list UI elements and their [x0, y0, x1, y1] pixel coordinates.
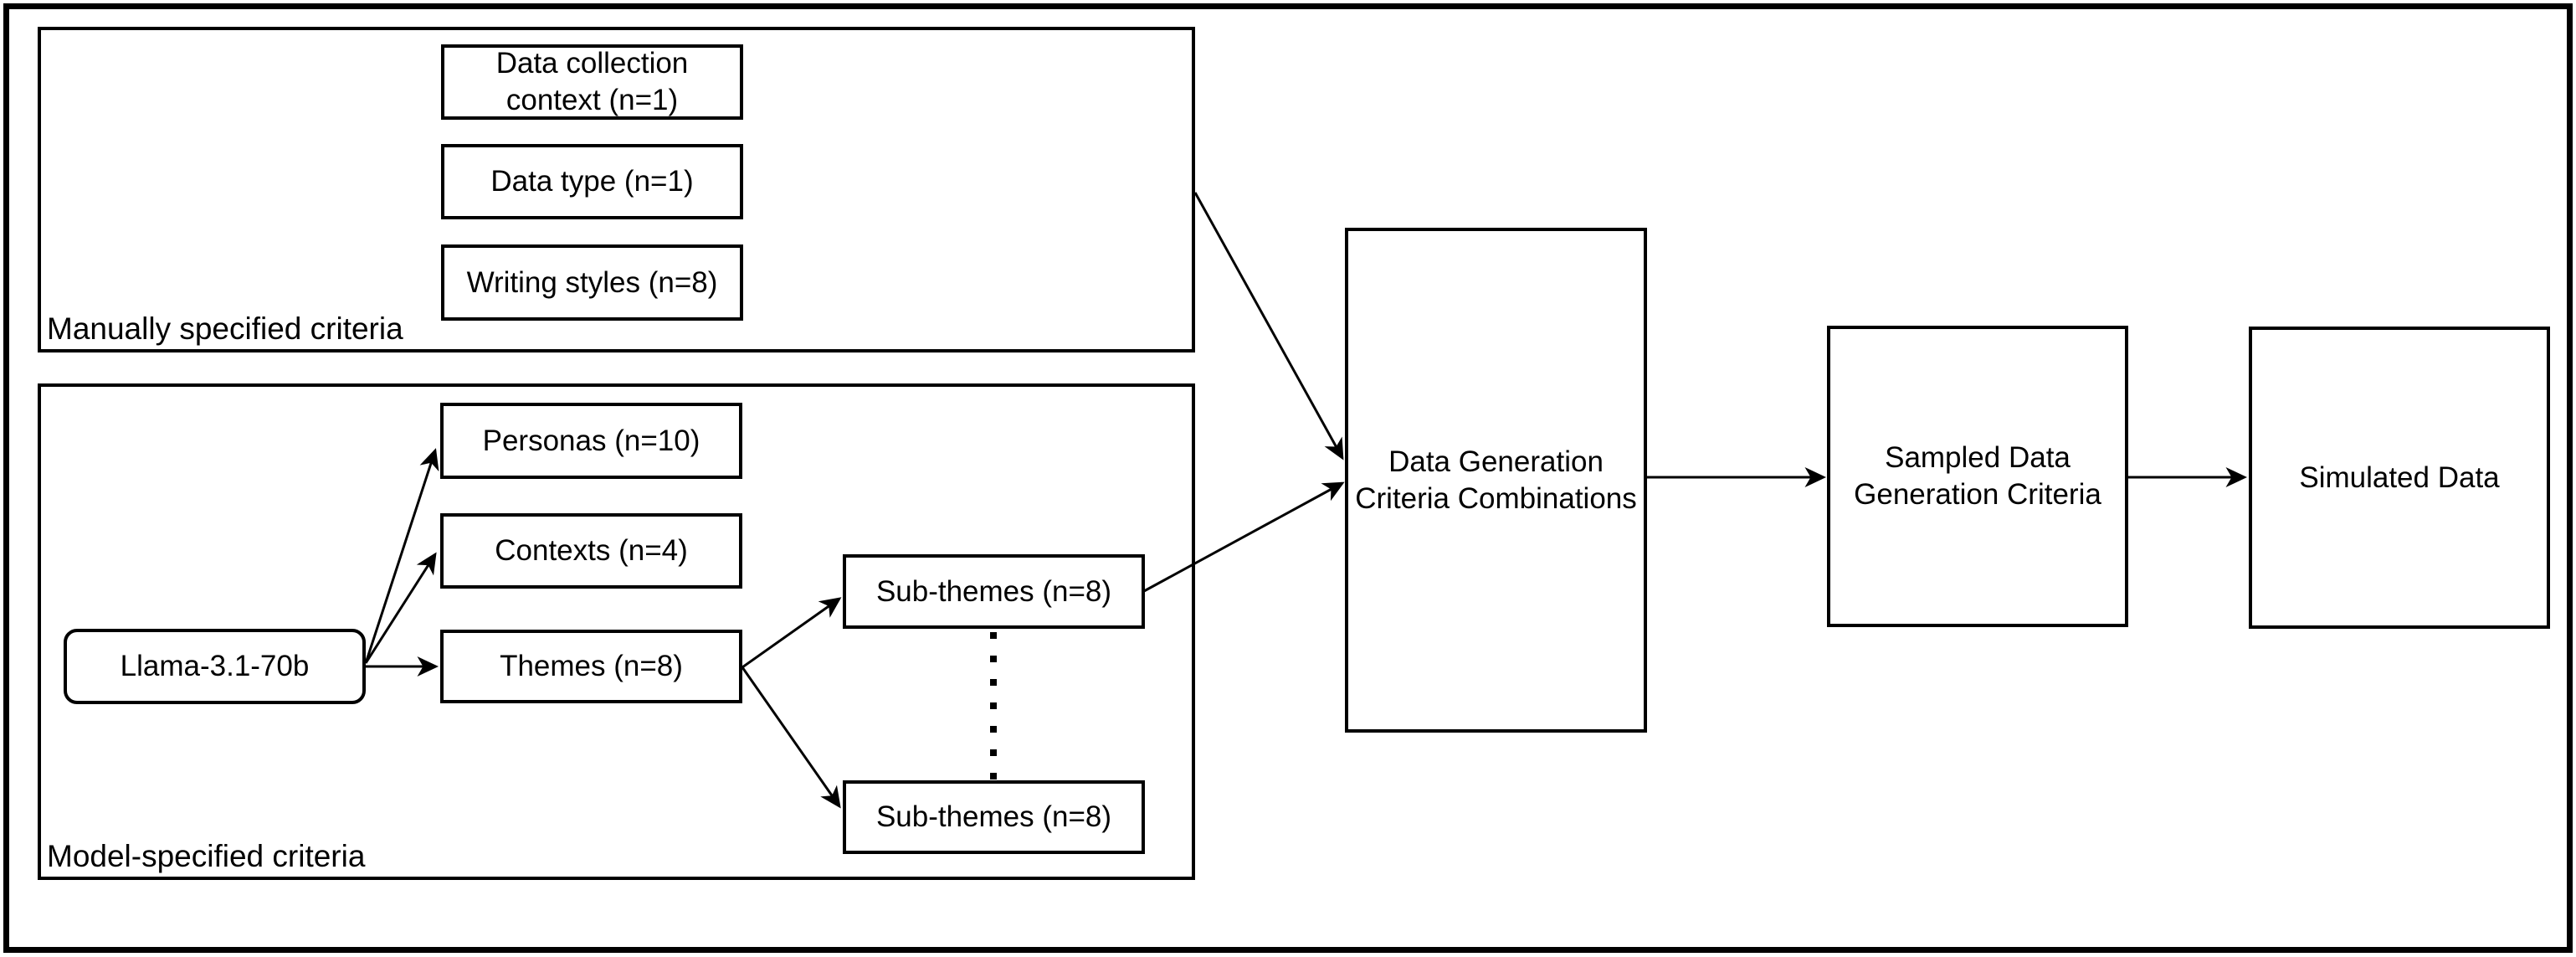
node-data-collection-line2: context (n=1) — [505, 84, 679, 116]
node-contexts-label: Contexts (n=4) — [495, 534, 688, 567]
node-combinations-line1: Data Generation — [1388, 445, 1604, 478]
arrow-themes-to-subthemes-top — [741, 597, 842, 669]
container-manually-specified-criteria: Manually specified criteria — [38, 27, 1195, 352]
node-simulated-data: Simulated Data — [2249, 327, 2550, 629]
node-writing-styles: Writing styles (n=8) — [441, 244, 743, 321]
node-simulated-label: Simulated Data — [2299, 460, 2500, 494]
node-subthemes-bottom-label: Sub-themes (n=8) — [875, 800, 1112, 833]
node-themes-label: Themes (n=8) — [500, 650, 683, 682]
node-data-type: Data type (n=1) — [441, 144, 743, 219]
container-manually-specified-label: Manually specified criteria — [47, 311, 403, 347]
container-model-specified-criteria: Model-specified criteria — [38, 383, 1195, 880]
node-data-collection-line1: Data collection — [495, 47, 689, 80]
node-personas: Personas (n=10) — [440, 403, 742, 479]
node-data-type-label: Data type (n=1) — [490, 165, 694, 198]
node-subthemes-top-label: Sub-themes (n=8) — [875, 574, 1112, 608]
node-llama-label: Llama-3.1-70b — [120, 650, 310, 682]
node-combinations-line2: Criteria Combinations — [1355, 481, 1637, 515]
node-llama-model: Llama-3.1-70b — [64, 629, 366, 704]
arrow-themes-to-subthemes-bottom — [741, 666, 841, 809]
node-themes: Themes (n=8) — [440, 630, 742, 703]
node-sampled-data-generation-criteria: Sampled Data Generation Criteria — [1827, 326, 2128, 627]
container-model-specified-label: Model-specified criteria — [47, 839, 366, 874]
node-personas-label: Personas (n=10) — [482, 424, 700, 457]
node-data-collection-context: Data collection context (n=1) — [441, 44, 743, 120]
node-subthemes-top: Sub-themes (n=8) — [843, 554, 1145, 629]
node-contexts: Contexts (n=4) — [440, 513, 742, 589]
node-subthemes-bottom: Sub-themes (n=8) — [843, 780, 1145, 854]
arrow-llama-to-contexts — [364, 552, 437, 664]
node-sampled-line2: Generation Criteria — [1854, 478, 2101, 511]
figure-border — [3, 3, 2573, 953]
arrow-llama-to-personas — [364, 448, 439, 664]
arrow-subthemes-to-combinations — [1143, 481, 1345, 593]
node-data-generation-criteria-combinations: Data Generation Criteria Combinations — [1345, 228, 1647, 733]
node-sampled-line1: Sampled Data — [1885, 441, 2071, 474]
node-writing-styles-label: Writing styles (n=8) — [466, 265, 718, 299]
arrow-manual-criteria-to-combinations — [1193, 192, 1344, 460]
